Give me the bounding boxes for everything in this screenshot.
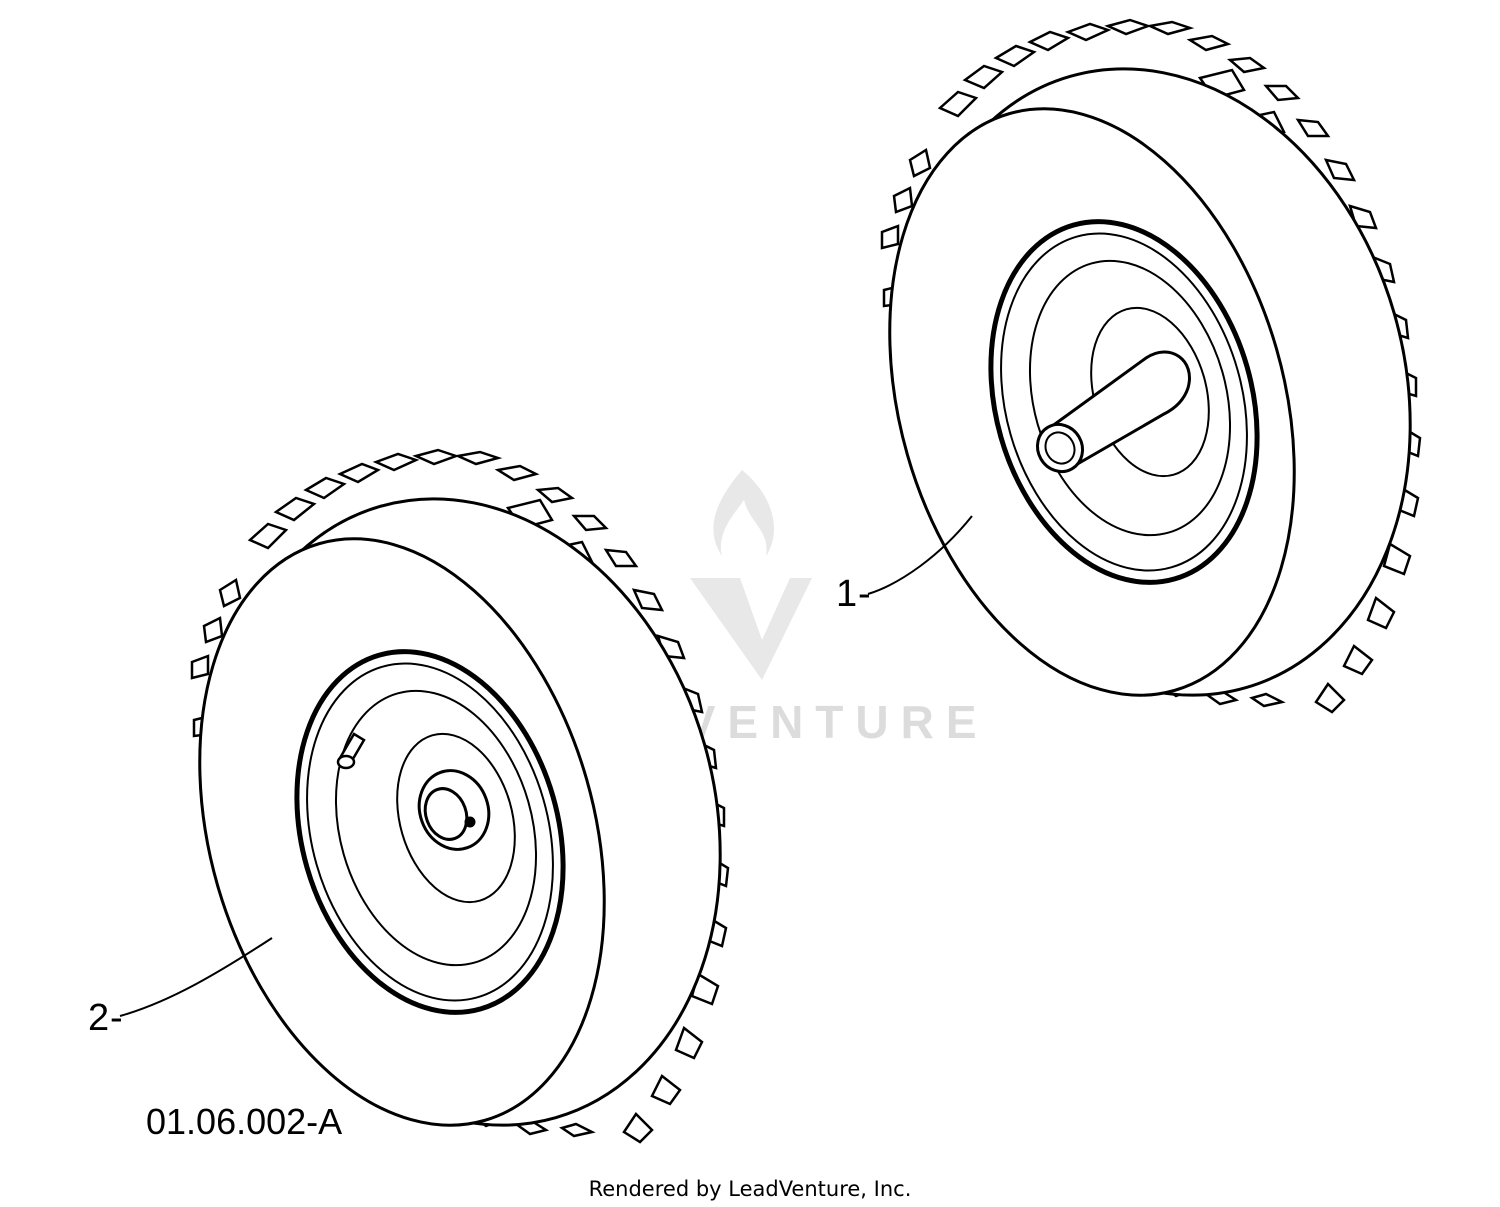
flame-logo-mark <box>713 470 774 556</box>
wheel-2-hub <box>396 732 516 904</box>
wheel-2-rim-ring <box>334 689 538 967</box>
callout-2-number: 2 <box>88 997 109 1039</box>
callout-1-leader-line <box>867 515 973 595</box>
wheel-1 <box>880 18 1422 714</box>
wheel-2-hub-bore <box>417 769 491 851</box>
wheel-2-rim <box>294 649 566 1015</box>
callout-1-number: 1 <box>836 573 857 615</box>
callout-2: 2 - <box>88 937 273 1039</box>
footer-credit: Rendered by LeadVenture, Inc. <box>589 1177 912 1201</box>
wheel-1-rim <box>988 219 1260 585</box>
callout-1: 1 - <box>836 515 973 615</box>
wheel-1-axle <box>1035 350 1191 474</box>
callout-2-dash: - <box>110 997 123 1039</box>
diagram-id: 01.06.002-A <box>146 1101 342 1142</box>
valve-stem <box>336 732 366 770</box>
callout-2-leader-line <box>119 937 273 1017</box>
wheel-1-rim-ring <box>1028 259 1232 537</box>
wheel-1-rim-inner <box>1000 232 1248 572</box>
wheel-2-rim-inner <box>306 662 554 1002</box>
v-logo-mark <box>690 578 812 680</box>
wheel-2 <box>190 448 730 1144</box>
callout-1-dash: - <box>858 573 871 615</box>
